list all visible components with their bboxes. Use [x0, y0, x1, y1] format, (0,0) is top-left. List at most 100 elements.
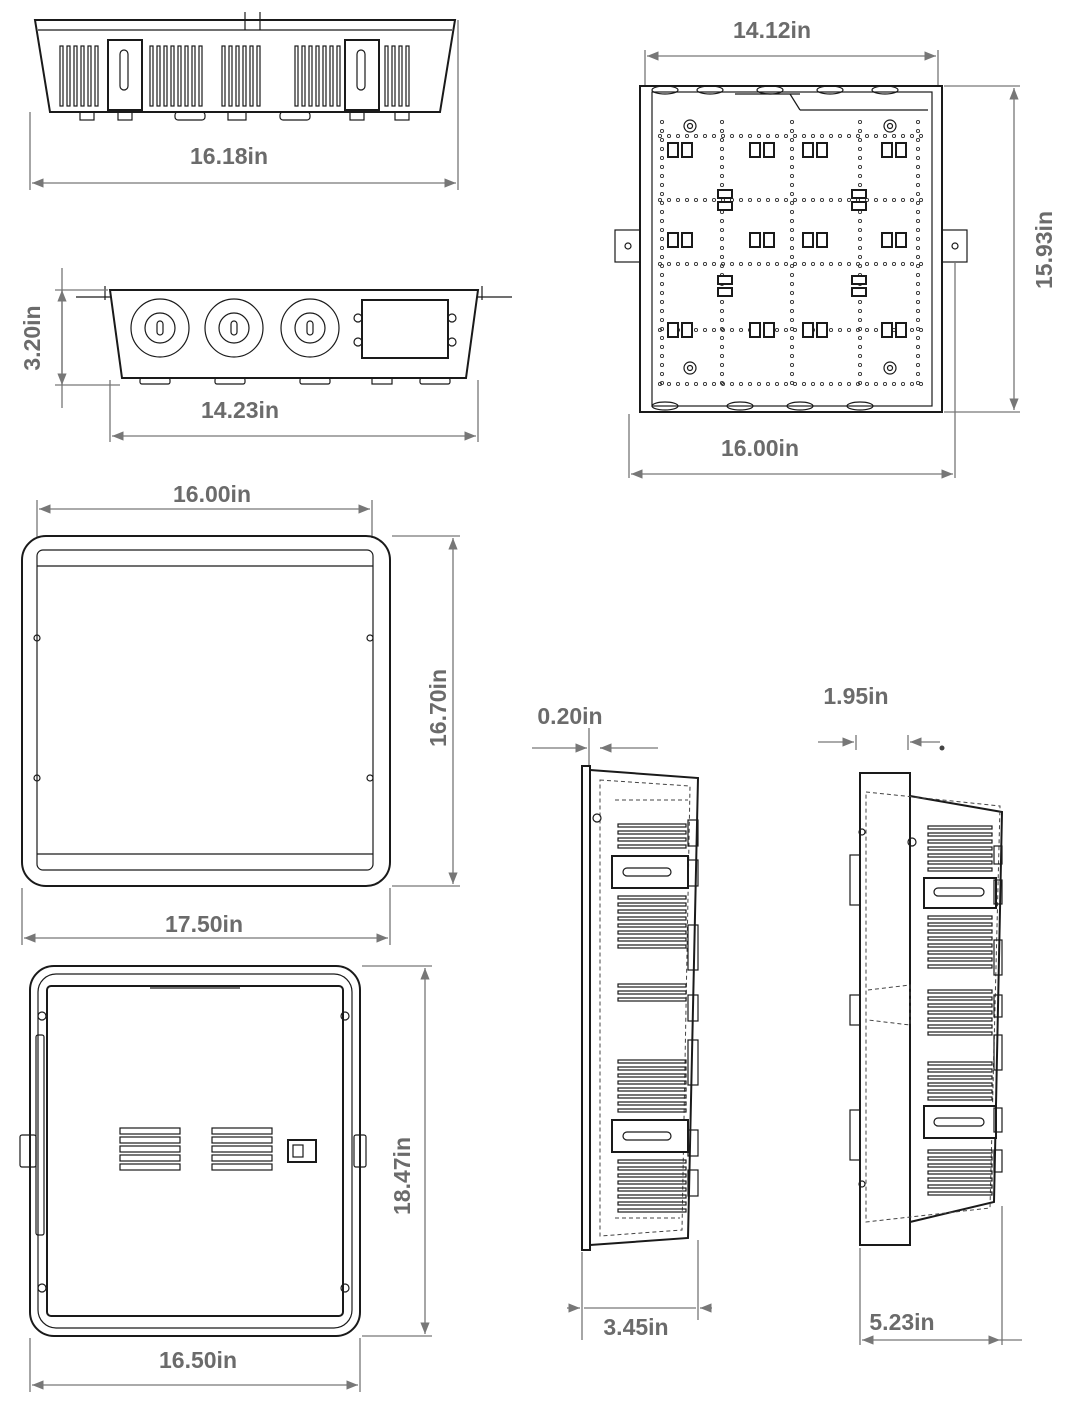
perforation — [891, 197, 897, 203]
dim-flange-thickness: 0.20in — [537, 703, 602, 729]
perforation — [659, 281, 665, 287]
perforation — [659, 155, 665, 161]
dim-side-offset: 1.95in — [823, 683, 888, 709]
clip — [717, 189, 733, 199]
perforation — [719, 317, 725, 323]
perforation — [719, 155, 725, 161]
dim-front-width: 14.23in — [201, 397, 279, 423]
perforation — [918, 381, 924, 387]
perforation — [915, 218, 921, 224]
vent-fin — [617, 909, 687, 914]
perforation — [789, 308, 795, 314]
perforation — [719, 146, 725, 152]
perforation — [659, 227, 665, 233]
perforation — [792, 197, 798, 203]
perforation — [909, 133, 915, 139]
vent-fin — [617, 1194, 687, 1199]
knockout-2 — [204, 298, 264, 358]
perforation — [857, 173, 863, 179]
perforation — [857, 227, 863, 233]
top-view: 16.18in — [29, 12, 459, 190]
perforation — [711, 261, 717, 267]
dim-side-depth-a: 3.45in — [603, 1314, 668, 1340]
perforation — [828, 261, 834, 267]
perforation — [675, 381, 681, 387]
perforation — [789, 362, 795, 368]
vent-fin — [617, 1066, 687, 1071]
vent-fin — [927, 839, 993, 844]
vent-fin — [156, 45, 161, 107]
perforation — [719, 236, 725, 242]
perforation — [659, 272, 665, 278]
perforation — [918, 133, 924, 139]
perforation — [789, 209, 795, 215]
perforation — [873, 381, 879, 387]
perforation — [882, 261, 888, 267]
perforation — [756, 197, 762, 203]
knockout-hole — [651, 85, 679, 95]
perforation — [828, 381, 834, 387]
perforation — [882, 133, 888, 139]
perforation — [918, 197, 924, 203]
perforation — [789, 164, 795, 170]
door-view: 18.47in 16.50in — [19, 965, 432, 1392]
perforation — [857, 236, 863, 242]
knockout-hole — [786, 401, 814, 411]
perforation — [789, 236, 795, 242]
perforation — [659, 218, 665, 224]
perforation — [846, 327, 852, 333]
clip — [851, 201, 867, 211]
vent-fin — [927, 1017, 993, 1022]
vent-fin — [617, 1080, 687, 1085]
perforation — [789, 137, 795, 143]
perforation — [857, 380, 863, 386]
perforation — [801, 381, 807, 387]
perforation — [765, 133, 771, 139]
perforation — [659, 245, 665, 251]
perforation — [666, 261, 672, 267]
perforation — [657, 197, 663, 203]
vent-fin — [927, 853, 993, 858]
perforation — [774, 327, 780, 333]
perforation — [659, 146, 665, 152]
perforation — [719, 119, 725, 125]
perforation — [857, 254, 863, 260]
perforation — [846, 261, 852, 267]
perforation — [756, 381, 762, 387]
perforation — [684, 261, 690, 267]
vent-fin — [617, 1173, 687, 1178]
vent-fin — [617, 1208, 687, 1213]
clip — [816, 142, 828, 158]
perforation — [801, 197, 807, 203]
perforation — [747, 133, 753, 139]
clip — [881, 322, 893, 338]
perforation — [789, 371, 795, 377]
perforation — [789, 317, 795, 323]
vent-fin — [927, 1156, 993, 1161]
perforation — [915, 371, 921, 377]
perforation — [789, 128, 795, 134]
screw-hole — [886, 122, 894, 130]
perforation — [729, 133, 735, 139]
perforation — [819, 197, 825, 203]
perforation — [765, 197, 771, 203]
vent-fin — [163, 45, 168, 107]
perforation — [789, 173, 795, 179]
perforation — [693, 261, 699, 267]
perforation — [684, 381, 690, 387]
vent-fin — [927, 1024, 993, 1029]
perforation — [702, 261, 708, 267]
perforation — [900, 261, 906, 267]
perforation — [789, 353, 795, 359]
vent-fin — [617, 1166, 687, 1171]
perforation — [719, 362, 725, 368]
perforation — [684, 197, 690, 203]
perforation — [789, 227, 795, 233]
vent-fin — [384, 45, 389, 107]
vent-fin — [617, 1094, 687, 1099]
perforation — [738, 327, 744, 333]
perforation — [693, 327, 699, 333]
clip — [802, 142, 814, 158]
vent-slot — [119, 1145, 181, 1153]
perforation — [855, 261, 861, 267]
